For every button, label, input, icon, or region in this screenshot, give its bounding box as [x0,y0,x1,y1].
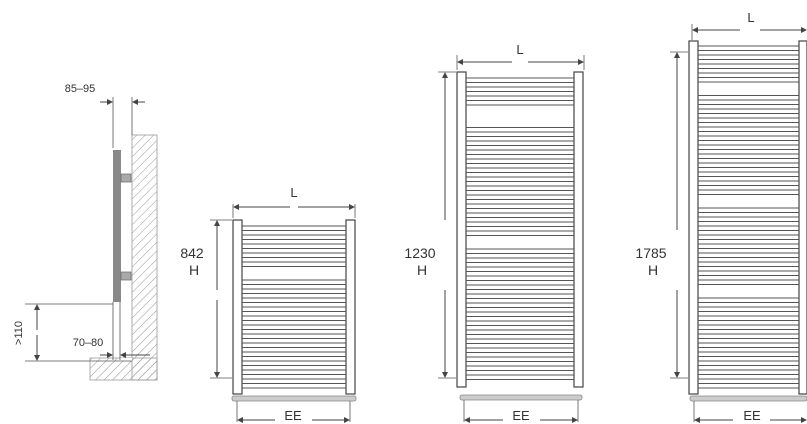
connection-pipe [689,395,807,402]
bracket-top [120,173,132,183]
height-value: 842 [180,245,204,261]
axis-label: EE [512,408,530,423]
radiator-842: L 842 H EE [180,185,357,423]
wall-corner-fill [120,358,132,361]
connection-pipe [459,394,583,401]
towel-bars [698,45,799,389]
rail-left [232,219,243,395]
rail-right [573,71,584,388]
height-letter: H [648,262,658,278]
wall-hatch [131,134,158,381]
side-view: 85–95 70–80 >110 [13,83,158,381]
rail-right [345,219,356,395]
axis-label: EE [284,408,302,423]
connection-pipe [231,395,357,402]
width-label: L [516,42,523,57]
rail-right [798,40,807,395]
floor-clearance-label: >110 [13,321,25,345]
towel-bars [242,225,346,389]
offset-top-label: 85–95 [65,83,96,95]
rail-left [688,40,699,395]
rail-left [456,71,467,388]
width-label: L [290,185,297,200]
width-label: L [747,10,754,25]
height-value: 1230 [404,245,435,261]
radiator-1230: L 1230 H EE [404,42,585,423]
height-letter: H [189,262,199,278]
height-letter: H [417,262,427,278]
height-value: 1785 [635,245,666,261]
radiator-1785: L 1785 H EE [635,10,807,423]
side-radiator-bar [113,150,121,302]
axis-label: EE [743,408,761,423]
towel-bars [466,77,574,380]
bracket-bottom [120,271,132,281]
offset-bottom-label: 70–80 [73,337,104,349]
